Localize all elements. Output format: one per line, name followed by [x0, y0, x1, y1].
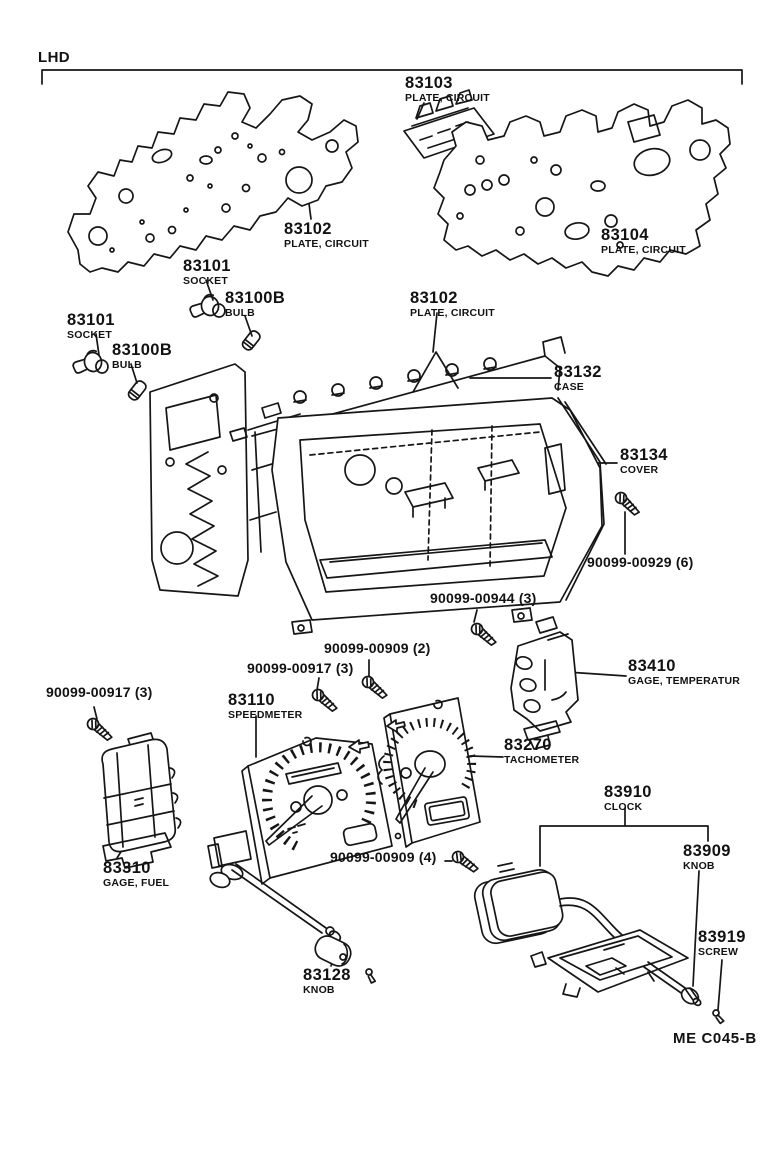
- part-desc: SCREW: [698, 945, 739, 958]
- part-number: 90099-00917 (3): [46, 684, 153, 700]
- part-desc: GAGE, TEMPERATUR: [628, 674, 741, 687]
- part-label-83310: 83310 GAGE, FUEL: [103, 860, 169, 888]
- part-label-83910: 83910 CLOCK: [604, 784, 652, 812]
- part-label-83104: 83104 PLATE, CIRCUIT: [601, 227, 686, 255]
- screw-90099-00929-drawing: [612, 489, 644, 518]
- part-label-83101-upper: 83101 SOCKET: [183, 258, 231, 286]
- part-number: 83909: [683, 842, 731, 860]
- part-label-83100b-lower: 83100B BULB: [112, 342, 172, 370]
- part-number: 83102: [410, 289, 458, 307]
- part-desc: BULB: [225, 306, 255, 319]
- part-number: 83134: [620, 446, 668, 464]
- part-label-83101-lower: 83101 SOCKET: [67, 312, 115, 340]
- part-number: 83104: [601, 226, 649, 244]
- shaft-and-knob-83128-drawing: [231, 863, 352, 967]
- part-number: 83100B: [225, 289, 286, 307]
- leader-lines: [41, 69, 743, 1011]
- socket-83101-lower-drawing: [70, 347, 110, 379]
- figure-code-text: ME C045-B: [673, 1030, 757, 1047]
- bulb-83100b-upper-drawing: [239, 328, 263, 353]
- part-label-83110: 83110 SPEEDMETER: [228, 692, 302, 720]
- screw-83919-drawing: [710, 1008, 727, 1025]
- plate-83102-drawing: [67, 91, 359, 273]
- cover-83134-drawing: [271, 397, 607, 635]
- part-label-90099-00909-4: 90099-00909 (4): [330, 850, 437, 864]
- part-desc: PLATE, CIRCUIT: [405, 91, 490, 104]
- screw-small-knob-drawing: [362, 967, 380, 985]
- part-label-83270: 83270 TACHOMETER: [504, 737, 579, 765]
- part-label-83100b-upper: 83100B BULB: [225, 290, 285, 318]
- clock-set-knob-83909-drawing: [643, 961, 702, 1007]
- part-desc: PLATE, CIRCUIT: [284, 237, 369, 250]
- part-label-90099-00917-a: 90099-00917 (3): [247, 661, 354, 675]
- part-label-90099-00929: 90099-00929 (6): [587, 555, 694, 569]
- part-desc: PLATE, CIRCUIT: [601, 243, 686, 256]
- part-label-83909: 83909 KNOB: [683, 843, 731, 871]
- part-desc: BULB: [112, 358, 142, 371]
- part-number: 90099-00909 (2): [324, 640, 431, 656]
- part-label-83128: 83128 KNOB: [303, 967, 351, 995]
- part-label-83103: 83103 PLATE, CIRCUIT: [405, 75, 490, 103]
- screw-90099-00917-a-drawing: [309, 686, 341, 714]
- part-number: 83910: [604, 783, 652, 801]
- screw-90099-00944-drawing: [468, 620, 500, 648]
- speedmeter-83110-drawing: [207, 736, 393, 889]
- part-number: 90099-00929 (6): [587, 554, 694, 570]
- part-number: 83110: [228, 691, 275, 709]
- plate-83103-drawing: [403, 89, 495, 159]
- gage-fuel-83310-drawing: [101, 732, 182, 869]
- plate-83104-drawing: [433, 99, 731, 277]
- gage-temperature-83410-drawing: [510, 616, 579, 750]
- part-label-90099-00917-b: 90099-00917 (3): [46, 685, 153, 699]
- part-number: 90099-00909 (4): [330, 849, 437, 865]
- part-number: 83101: [67, 311, 115, 329]
- socket-83101-upper-drawing: [187, 291, 227, 323]
- part-number: 83100B: [112, 341, 173, 359]
- part-number: 83410: [628, 657, 676, 675]
- screw-90099-00909-2-drawing: [359, 673, 391, 701]
- part-number: 83128: [303, 966, 351, 984]
- part-number: 83919: [698, 928, 746, 946]
- region-tag-lhd: LHD: [38, 50, 70, 65]
- figure-code: ME C045-B: [673, 1031, 757, 1046]
- part-desc: TACHOMETER: [504, 753, 580, 766]
- screw-90099-00917-b-drawing: [84, 715, 116, 743]
- part-desc: CLOCK: [604, 800, 643, 813]
- part-number: 83103: [405, 74, 453, 92]
- region-tag-text: LHD: [38, 49, 71, 66]
- part-label-83132: 83132 CASE: [554, 364, 602, 392]
- part-desc: PLATE, CIRCUIT: [410, 306, 495, 319]
- clock-83910-drawing: [473, 862, 647, 957]
- part-label-83102-top: 83102 PLATE, CIRCUIT: [284, 221, 369, 249]
- tachometer-83270-drawing: [377, 697, 481, 848]
- part-number: 83102: [284, 220, 332, 238]
- part-number: 83132: [554, 363, 602, 381]
- part-label-83410: 83410 GAGE, TEMPERATUR: [628, 658, 740, 686]
- part-desc: GAGE, FUEL: [103, 876, 170, 889]
- part-desc: SOCKET: [183, 274, 228, 287]
- part-number: 83310: [103, 859, 151, 877]
- part-number: 83101: [183, 257, 231, 275]
- screw-90099-00909-4-drawing: [449, 848, 482, 875]
- part-number: 83270: [504, 736, 552, 754]
- bulb-83100b-lower-drawing: [125, 378, 149, 403]
- part-label-83134: 83134 COVER: [620, 447, 668, 475]
- part-desc: KNOB: [683, 859, 715, 872]
- part-desc: SOCKET: [67, 328, 112, 341]
- part-label-83919: 83919 SCREW: [698, 929, 746, 957]
- part-label-83102-mid: 83102 PLATE, CIRCUIT: [410, 290, 495, 318]
- clock-bracket-drawing: [530, 929, 689, 998]
- part-label-90099-00944: 90099-00944 (3): [430, 591, 537, 605]
- part-label-90099-00909-2: 90099-00909 (2): [324, 641, 431, 655]
- part-desc: SPEEDMETER: [228, 708, 303, 721]
- part-desc: CASE: [554, 380, 584, 393]
- part-desc: COVER: [620, 463, 659, 476]
- part-desc: KNOB: [303, 983, 335, 996]
- part-number: 90099-00944 (3): [430, 590, 537, 606]
- part-number: 90099-00917 (3): [247, 660, 354, 676]
- case-83132-drawing: [149, 336, 566, 597]
